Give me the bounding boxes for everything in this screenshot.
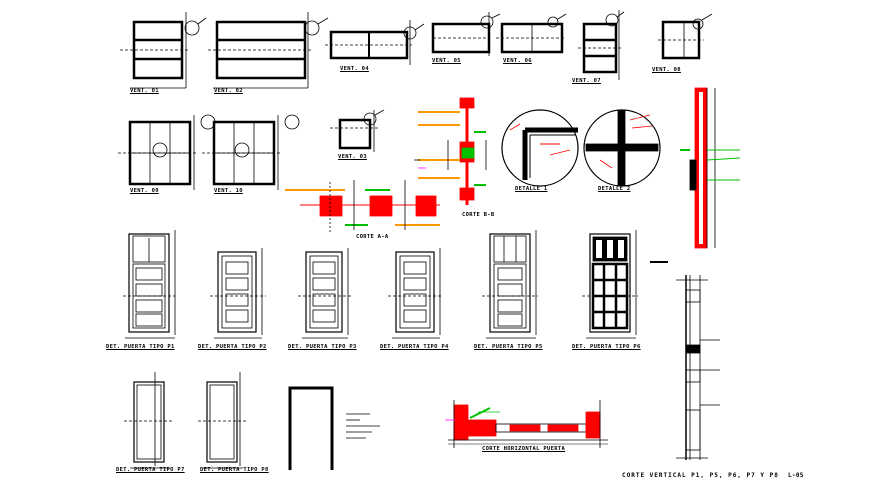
window-v01 — [120, 12, 207, 89]
label-door-p5: DET. PUERTA TIPO P5 — [474, 344, 543, 350]
label-door-p4: DET. PUERTA TIPO P4 — [380, 344, 449, 350]
label-vent-10: VENT. 10 — [214, 188, 243, 194]
door-p6 — [582, 230, 638, 339]
door-p5 — [482, 230, 538, 339]
label-door-p8: DET. PUERTA TIPO P8 — [200, 467, 269, 473]
window-v09 — [118, 114, 216, 190]
label-door-p2: DET. PUERTA TIPO P2 — [198, 344, 267, 350]
door-p4 — [388, 248, 442, 339]
label-corte-vertical: CORTE VERTICAL P1, P5, P6, P7 Y P8 — [622, 472, 779, 479]
window-v05 — [431, 12, 501, 56]
label-detalle-1: DETALLE 1 — [515, 186, 548, 192]
window-v07 — [578, 10, 625, 80]
horizontal-section — [448, 400, 608, 448]
label-vent-07: VENT. 07 — [572, 78, 601, 84]
sheet-code: L-05 — [788, 472, 804, 479]
label-detalle-2: DETALLE 2 — [598, 186, 631, 192]
label-vent-03: VENT. 03 — [338, 154, 367, 160]
label-door-p3: DET. PUERTA TIPO P3 — [288, 344, 357, 350]
label-corte-aa: CORTE A-A — [356, 234, 389, 240]
detail-1 — [501, 109, 579, 187]
window-v04 — [325, 20, 425, 65]
window-v06 — [496, 13, 567, 54]
window-v03 — [330, 109, 385, 152]
section-bb — [414, 97, 487, 205]
door-p2 — [210, 248, 266, 339]
vertical-section — [650, 261, 720, 460]
label-vent-08: VENT. 08 — [652, 67, 681, 73]
section-aa — [285, 180, 440, 232]
window-v08 — [658, 13, 713, 60]
door-p3 — [298, 248, 352, 339]
label-corte-bb: CORTE B-B — [462, 212, 495, 218]
door-p8 — [198, 372, 246, 469]
window-v10 — [202, 114, 300, 190]
label-door-p1: DET. PUERTA TIPO P1 — [106, 344, 175, 350]
label-vent-05: VENT. 05 — [432, 58, 461, 64]
label-vent-02: VENT. 02 — [214, 88, 243, 94]
window-v02 — [208, 12, 329, 89]
label-door-p6: DET. PUERTA TIPO P6 — [572, 344, 641, 350]
wall-section-red — [680, 87, 741, 249]
door-p1 — [123, 230, 176, 339]
label-vent-04: VENT. 04 — [340, 66, 369, 72]
label-vent-06: VENT. 06 — [503, 58, 532, 64]
label-door-p7: DET. PUERTA TIPO P7 — [116, 467, 185, 473]
label-vent-01: VENT. 01 — [130, 88, 159, 94]
door-frame — [288, 386, 380, 470]
door-p7 — [124, 372, 172, 469]
detail-2 — [583, 109, 661, 187]
label-vent-09: VENT. 09 — [130, 188, 159, 194]
label-corte-horizontal: CORTE HORIZONTAL PUERTA — [482, 446, 566, 452]
